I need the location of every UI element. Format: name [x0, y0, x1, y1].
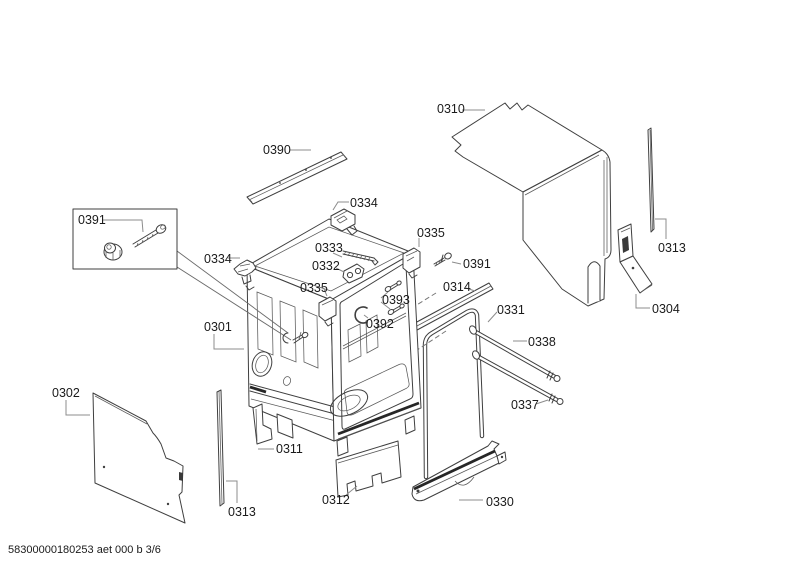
part-label-0330: 0330 [486, 495, 514, 509]
part-label-0332: 0332 [312, 259, 340, 273]
part-label-0391-box: 0391 [78, 213, 106, 227]
part-label-0391-screw: 0391 [463, 257, 491, 271]
part-label-0335-right: 0335 [417, 226, 445, 240]
part-0313-left-strip [217, 390, 237, 506]
part-label-0393: 0393 [382, 293, 410, 307]
part-label-0302: 0302 [52, 386, 80, 400]
part-label-0314: 0314 [443, 280, 471, 294]
part-0331-frame [425, 311, 497, 477]
part-0391-screw-right [434, 252, 461, 266]
part-0338-rod [468, 325, 560, 382]
part-0330-channel-tray [412, 441, 506, 501]
part-0311-foot-bracket [253, 404, 293, 449]
part-0333-rail [333, 251, 378, 265]
part-0337-rod [471, 350, 563, 405]
screw-install-point [283, 331, 309, 343]
part-0393-screws [381, 280, 405, 315]
part-label-0304: 0304 [652, 302, 680, 316]
label-layer: 0310 0390 0391 0334 0334 0333 0332 0335 0391 0335… [52, 102, 686, 519]
part-0334-latch-top [331, 202, 357, 235]
part-0312-base-panel [336, 441, 401, 497]
part-label-0392: 0392 [366, 317, 394, 331]
part-0335-bracket-front [319, 289, 336, 326]
part-0310-top-cover [452, 103, 611, 306]
part-label-0311: 0311 [276, 442, 303, 456]
part-0332-roller-bracket [336, 264, 364, 283]
part-0334-latch-left [228, 258, 256, 290]
document-code: 58300000180253 aet 000 b 3/6 [8, 544, 161, 556]
part-label-0334-left: 0334 [204, 252, 232, 266]
part-0392-hook [355, 307, 368, 323]
part-0391-detail-box [73, 209, 291, 340]
part-label-0390: 0390 [263, 143, 291, 157]
part-0313-right-strip [648, 128, 666, 239]
part-label-0333: 0333 [315, 241, 343, 255]
part-label-0312: 0312 [322, 493, 350, 507]
part-label-0337: 0337 [511, 398, 539, 412]
part-0335-bracket-right [403, 238, 420, 278]
part-label-0301: 0301 [204, 320, 232, 334]
part-label-0334-top: 0334 [350, 196, 378, 210]
part-label-0331: 0331 [497, 303, 525, 317]
part-0390-cover-strip [247, 150, 347, 204]
part-label-0335-front: 0335 [300, 281, 328, 295]
part-label-0313-bottom-left: 0313 [228, 505, 256, 519]
part-label-0313-right: 0313 [658, 241, 686, 255]
part-0304-bracket [618, 224, 652, 308]
part-label-0338: 0338 [528, 335, 556, 349]
part-label-0310: 0310 [437, 102, 465, 116]
part-0301-tub [214, 219, 421, 456]
part-0302-side-panel [66, 393, 185, 523]
